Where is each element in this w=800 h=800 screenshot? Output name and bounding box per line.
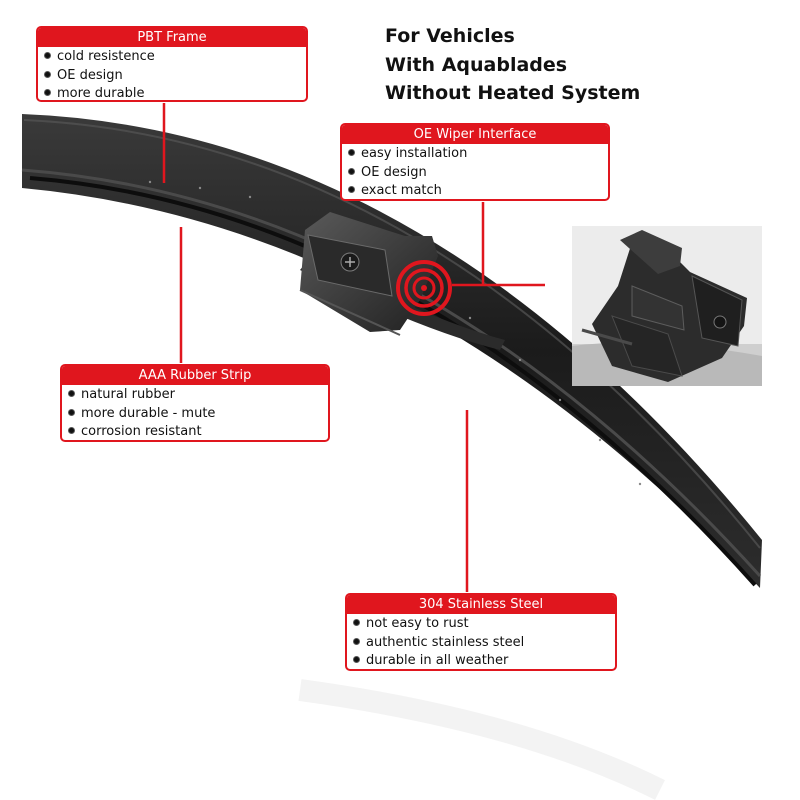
heading-line: With Aquablades bbox=[385, 53, 568, 76]
feature-list: easy installation OE design exact match bbox=[342, 144, 608, 199]
feature-list: natural rubber more durable - mute corro… bbox=[62, 385, 328, 440]
frame-dots bbox=[148, 180, 642, 486]
feature-text: cold resistence bbox=[57, 49, 155, 64]
feature-list: cold resistence OE design more durable bbox=[38, 47, 306, 101]
feature-item: OE design bbox=[44, 67, 306, 86]
feature-list: not easy to rust authentic stainless ste… bbox=[347, 614, 615, 669]
connector-lines bbox=[162, 103, 545, 592]
feature-text: OE design bbox=[361, 164, 427, 180]
feature-item: easy installation bbox=[348, 145, 608, 164]
feature-item: OE design bbox=[348, 164, 608, 183]
bullet-icon bbox=[348, 186, 355, 193]
feature-text: easy installation bbox=[361, 146, 468, 161]
blade-body bbox=[22, 114, 762, 588]
feature-text: more durable - mute bbox=[81, 405, 216, 421]
feature-text: durable in all weather bbox=[366, 653, 509, 668]
bullet-icon bbox=[348, 149, 355, 156]
feature-text: natural rubber bbox=[81, 387, 176, 402]
feature-item: more durable - mute bbox=[68, 405, 328, 424]
feature-item: natural rubber bbox=[68, 386, 328, 405]
bullet-icon bbox=[44, 70, 51, 78]
pbt-frame-callout: PBT Frame cold resistence OE design more… bbox=[36, 26, 308, 102]
feature-item: cold resistence bbox=[44, 48, 306, 67]
feature-text: authentic stainless steel bbox=[366, 634, 525, 650]
feature-text: exact match bbox=[361, 183, 442, 198]
bullet-icon bbox=[353, 656, 360, 663]
callout-title: PBT Frame bbox=[38, 28, 306, 47]
bullet-icon bbox=[353, 637, 360, 645]
stainless-steel-callout: 304 Stainless Steel not easy to rust aut… bbox=[345, 593, 617, 671]
feature-text: not easy to rust bbox=[366, 616, 469, 631]
feature-item: durable in all weather bbox=[353, 652, 615, 669]
feature-text: corrosion resistant bbox=[81, 424, 202, 439]
feature-text: OE design bbox=[57, 67, 123, 83]
feature-item: not easy to rust bbox=[353, 615, 615, 634]
target-icon bbox=[396, 260, 452, 316]
bullet-icon bbox=[68, 408, 75, 416]
oe-wiper-interface-callout: OE Wiper Interface easy installation OE … bbox=[340, 123, 610, 201]
feature-item: exact match bbox=[348, 182, 608, 199]
feature-item: authentic stainless steel bbox=[353, 634, 615, 653]
feature-text: more durable bbox=[57, 86, 145, 101]
bullet-icon bbox=[68, 427, 75, 434]
bullet-icon bbox=[44, 52, 51, 59]
callout-title: 304 Stainless Steel bbox=[347, 595, 615, 614]
vehicle-compatibility-heading: For Vehicles With Aquablades Without Hea… bbox=[385, 22, 640, 108]
feature-item: corrosion resistant bbox=[68, 423, 328, 440]
heading-line: Without Heated System bbox=[385, 82, 641, 104]
connector-closeup-image bbox=[572, 226, 762, 386]
bullet-icon bbox=[348, 167, 355, 175]
bullet-icon bbox=[44, 89, 51, 96]
heading-line: For Vehicles bbox=[385, 25, 515, 47]
feature-item: more durable bbox=[44, 85, 306, 101]
callout-title: AAA Rubber Strip bbox=[62, 366, 328, 385]
bullet-icon bbox=[353, 619, 360, 626]
bullet-icon bbox=[68, 390, 75, 397]
rubber-strip-callout: AAA Rubber Strip natural rubber more dur… bbox=[60, 364, 330, 442]
callout-title: OE Wiper Interface bbox=[342, 125, 608, 144]
blade-reflection bbox=[298, 679, 665, 800]
